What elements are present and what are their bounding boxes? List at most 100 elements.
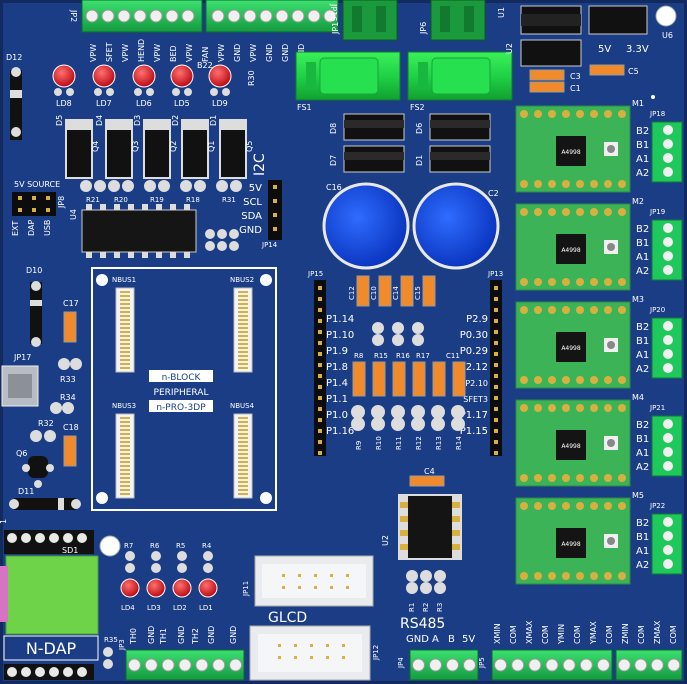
nbus-pin bbox=[238, 315, 248, 317]
bottom-terminals[interactable] bbox=[125, 649, 683, 681]
label-c2: C2 bbox=[488, 189, 499, 198]
jumper-pin bbox=[32, 208, 36, 212]
glcd-pin bbox=[294, 656, 297, 659]
motor-pin-label: B1 bbox=[636, 336, 649, 347]
pad-r32b bbox=[44, 430, 56, 442]
sd-card-slot[interactable] bbox=[0, 555, 99, 635]
5v-source-jumper[interactable] bbox=[12, 192, 56, 216]
label-5v: 5V bbox=[598, 44, 611, 55]
jp15-pin-label: P1.0 bbox=[326, 410, 348, 421]
ic-pin bbox=[400, 530, 408, 536]
connector-jp6[interactable] bbox=[430, 0, 486, 41]
label-c1: C1 bbox=[570, 84, 581, 93]
led-label: LD2 bbox=[173, 604, 187, 612]
label-5v-source: 5V SOURCE bbox=[14, 180, 60, 189]
driver-pin bbox=[548, 474, 556, 482]
glcd-pin bbox=[298, 586, 301, 589]
peripheral-box bbox=[91, 267, 277, 511]
driver-pin bbox=[590, 404, 598, 412]
nbus-pin bbox=[238, 335, 248, 337]
usb-connector-jp17[interactable] bbox=[1, 365, 39, 407]
pad bbox=[177, 563, 187, 573]
endstop-label: XMAX bbox=[525, 620, 534, 644]
nbus-connectors[interactable] bbox=[115, 287, 253, 499]
label-c4: C4 bbox=[424, 467, 435, 476]
resistor-pad bbox=[144, 180, 156, 192]
label-u2: U2 bbox=[381, 535, 390, 546]
label-nbus2: NBUS2 bbox=[230, 276, 254, 284]
driver-pin bbox=[576, 110, 584, 118]
motor-connector-screw bbox=[663, 559, 673, 569]
connector-jp1[interactable] bbox=[342, 0, 398, 41]
nbus-pin bbox=[120, 319, 130, 321]
label-c16: C16 bbox=[326, 183, 342, 192]
nbus-pin bbox=[238, 347, 248, 349]
header-pin bbox=[494, 385, 498, 389]
resistor-label: R10 bbox=[375, 436, 383, 450]
glcd-connector-jp12[interactable] bbox=[249, 625, 371, 681]
motor-pin-label: B2 bbox=[636, 420, 649, 431]
rs485-pin-label: GND bbox=[406, 634, 429, 645]
resistor-label: R31 bbox=[222, 196, 236, 204]
mosfet-tab bbox=[182, 120, 208, 130]
motor-connector-label: JP20 bbox=[649, 306, 665, 314]
top-label: BED bbox=[169, 45, 178, 62]
ic-pin bbox=[452, 502, 460, 508]
resistor-label: R20 bbox=[114, 196, 128, 204]
label-c18: C18 bbox=[63, 423, 79, 432]
driver-chip-label: A4998 bbox=[561, 345, 581, 352]
driver-pin bbox=[576, 278, 584, 286]
driver-chip-label: A4998 bbox=[561, 443, 581, 450]
motor-pin-label: B2 bbox=[636, 518, 649, 529]
driver-pin bbox=[576, 404, 584, 412]
led-label: LD5 bbox=[174, 99, 190, 108]
ndap-headers[interactable] bbox=[4, 530, 94, 680]
glcd-pins-jp11 bbox=[282, 574, 349, 589]
endstop-label: COM bbox=[605, 625, 614, 644]
header-jp15[interactable] bbox=[314, 280, 326, 456]
terminal-screw bbox=[127, 658, 141, 672]
capacitor bbox=[378, 275, 392, 307]
label-nbus4: NBUS4 bbox=[230, 402, 255, 410]
pad bbox=[411, 405, 425, 419]
motor-connector-screw bbox=[663, 349, 673, 359]
header-pin bbox=[494, 363, 498, 367]
driver-chip bbox=[556, 332, 586, 362]
label-fs2: FS2 bbox=[410, 103, 425, 112]
motor-connector-label: JP22 bbox=[649, 502, 665, 510]
nbus-pin bbox=[238, 351, 248, 353]
nbus-pin bbox=[120, 367, 130, 369]
label-c5: C5 bbox=[628, 67, 639, 76]
fuse-fs1[interactable] bbox=[295, 51, 401, 101]
led-pad bbox=[66, 88, 74, 96]
driver-pin bbox=[520, 180, 528, 188]
header-jp13[interactable] bbox=[490, 280, 502, 456]
terminal-screw bbox=[178, 658, 192, 672]
driver-pot-knob bbox=[607, 145, 615, 153]
header-pin bbox=[318, 352, 322, 356]
label-r30: R30 bbox=[247, 70, 256, 86]
nbus-pin bbox=[120, 433, 130, 435]
rs485-pin-label: 5V bbox=[462, 634, 475, 645]
pad bbox=[420, 570, 432, 582]
motor-connector-screw bbox=[663, 545, 673, 555]
nbus-pin bbox=[238, 481, 248, 483]
header-pin bbox=[21, 533, 31, 543]
top-label: VPW bbox=[217, 44, 226, 62]
driver-pin bbox=[562, 376, 570, 384]
nbus-pin bbox=[238, 323, 248, 325]
endstop-label: ZMAX bbox=[653, 620, 662, 644]
resistor-label: R21 bbox=[86, 196, 100, 204]
driver-label: M4 bbox=[632, 393, 644, 402]
fuse-fs2[interactable] bbox=[407, 51, 513, 101]
terminal-screw bbox=[596, 658, 610, 672]
endstop-label: XMIN bbox=[493, 623, 502, 644]
glcd-connector-jp11[interactable] bbox=[254, 555, 374, 607]
nbus-pin bbox=[238, 331, 248, 333]
cap-c2 bbox=[412, 182, 500, 270]
terminal-screw bbox=[133, 9, 147, 23]
driver-pin bbox=[604, 306, 612, 314]
